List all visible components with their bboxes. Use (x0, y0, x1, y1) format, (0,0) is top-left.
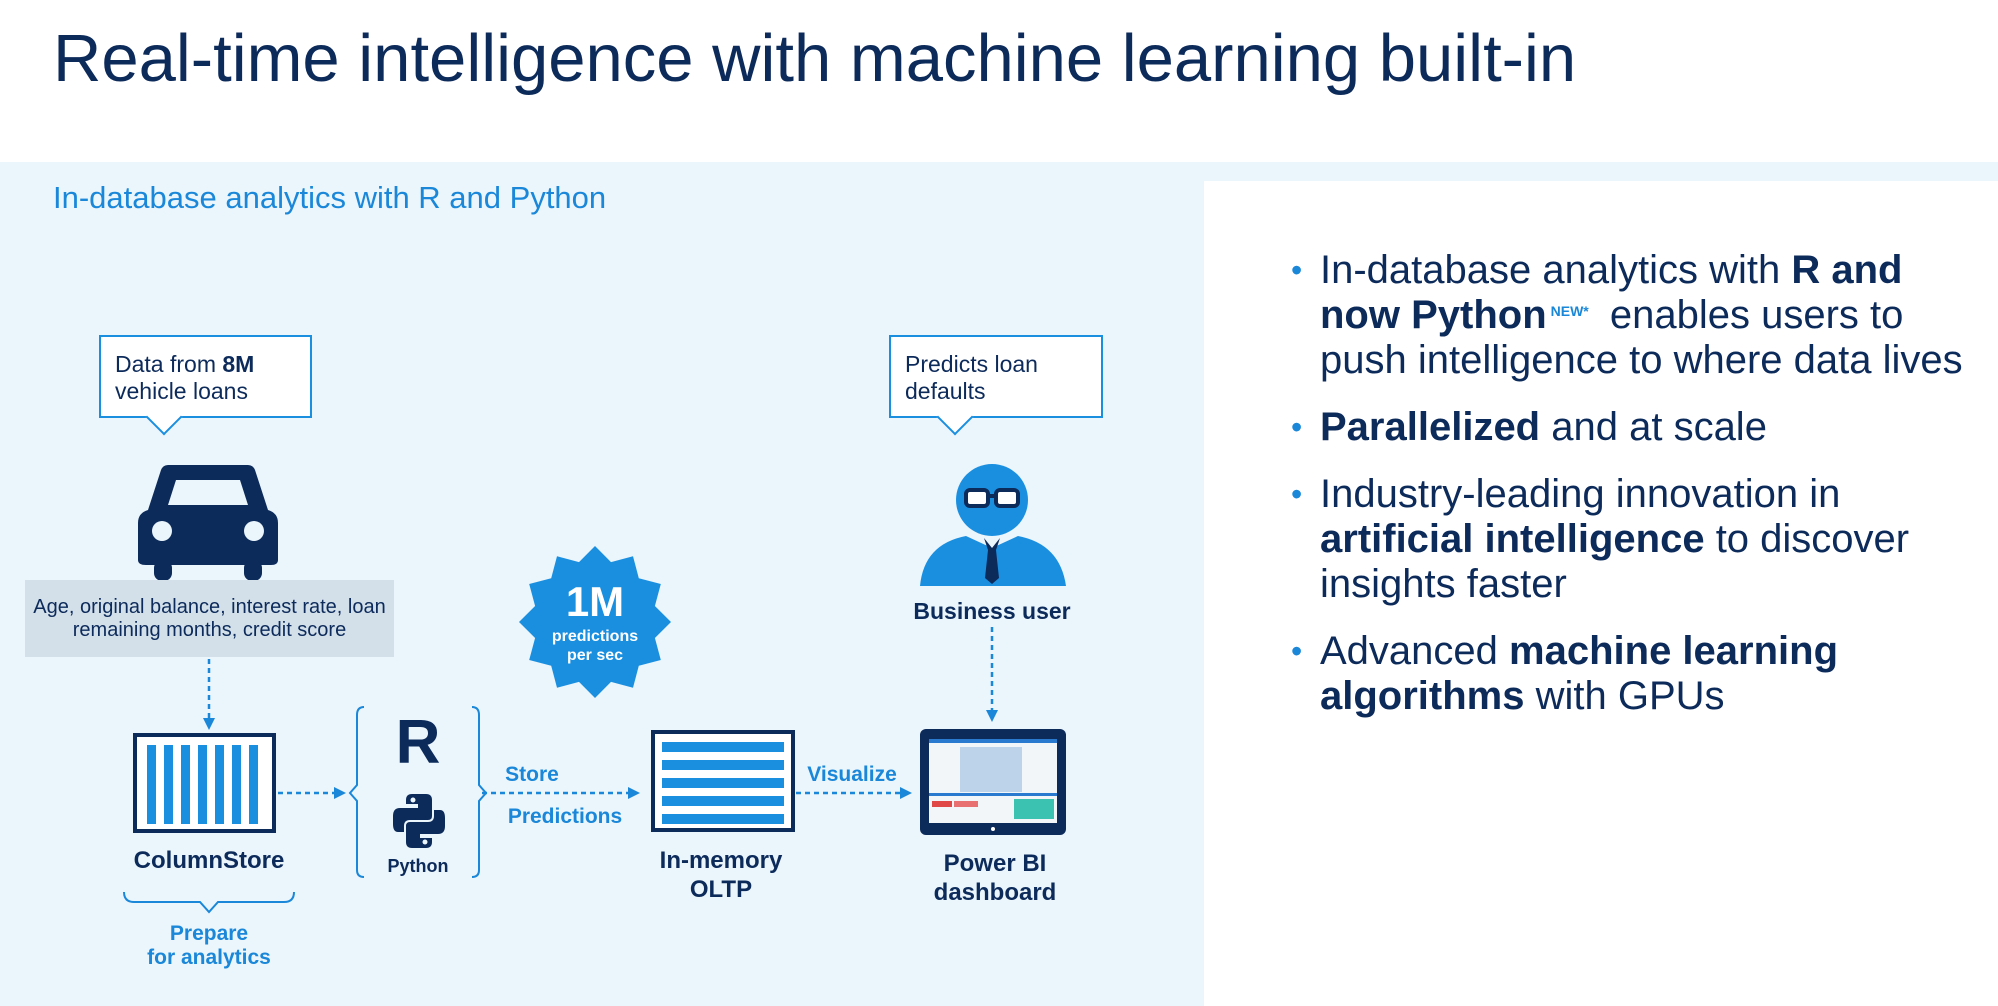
callout-predicts: Predicts loan defaults (889, 335, 1103, 436)
python-label: Python (387, 856, 449, 876)
new-badge: NEW* (1550, 303, 1589, 319)
store-label: Store (505, 763, 559, 786)
badge-value: 1M (565, 578, 625, 625)
bullet-item: • In-database analytics with R and now Py… (1291, 248, 1991, 383)
badge-caption-1: predictions (551, 628, 639, 645)
bullet-text-2: enables users to push intelligence to wh… (1320, 293, 1963, 382)
business-user-icon (920, 464, 1066, 586)
columnstore-icon (133, 733, 276, 833)
visualize-label: Visualize (807, 763, 897, 786)
badge-starburst (519, 546, 671, 698)
bullet-item: • Advanced machine learning algorithms wi… (1291, 629, 1991, 719)
in-memory-oltp-icon (651, 730, 795, 832)
powerbi-line2: dashboard (933, 879, 1057, 906)
bullet-dot-icon: • (1291, 633, 1303, 669)
bullet-text-2: and at scale (1540, 405, 1767, 449)
bullet-bold: R and now Python (1320, 248, 1903, 337)
bullet-text: Industry-leading innovation in (1320, 472, 1841, 516)
power-bi-tablet-icon (920, 729, 1066, 835)
panel-subtitle: In-database analytics with R and Python (53, 180, 607, 215)
bullet-text: Advanced (1320, 629, 1510, 673)
bullet-bold: artificial intelligence (1320, 517, 1705, 561)
prepare-line1: Prepare (169, 922, 249, 945)
prepare-line2: for analytics (147, 946, 271, 969)
badge-caption-2: per sec (566, 647, 624, 664)
bullet-text-2: with GPUs (1524, 674, 1725, 718)
bullet-item: • Parallelized and at scale (1291, 405, 1991, 450)
bullet-dot-icon: • (1291, 476, 1303, 512)
columnstore-label: ColumnStore (133, 847, 285, 874)
bullet-dot-icon: • (1291, 409, 1303, 445)
bullet-bold: Parallelized (1320, 405, 1541, 449)
badge-caption: predictions per sec (552, 627, 638, 665)
callout-text: Data from (115, 351, 223, 377)
bullet-text: In-database analytics with (1320, 248, 1792, 292)
car-icon (138, 465, 278, 581)
oltp-line1: In-memory (659, 847, 783, 874)
powerbi-line1: Power BI (943, 850, 1047, 877)
bullet-dot-icon: • (1291, 252, 1303, 288)
r-logo: R (395, 708, 441, 777)
callout-text-2: vehicle loans (115, 378, 248, 404)
callout-bold: 8M (222, 351, 255, 377)
bullet-bold: machine learning algorithms (1320, 629, 1839, 718)
python-logo-icon (393, 794, 445, 848)
bullet-item: • Industry-leading innovation in artifici… (1291, 472, 1991, 607)
callout-predicts-text: Predicts loan defaults (905, 351, 1038, 404)
predictions-label: Predictions (507, 805, 623, 828)
bullet-text-2: to discover insights faster (1320, 517, 1910, 606)
bullet-list: • In-database analytics with R and now Py… (1291, 248, 1991, 741)
oltp-line2: OLTP (689, 876, 753, 903)
business-user-label: Business user (913, 598, 1071, 624)
panel-band (1204, 162, 1998, 181)
features-box: Age, original balance, interest rate, lo… (25, 580, 394, 657)
slide-title: Real-time intelligence with machine lear… (53, 21, 1577, 96)
